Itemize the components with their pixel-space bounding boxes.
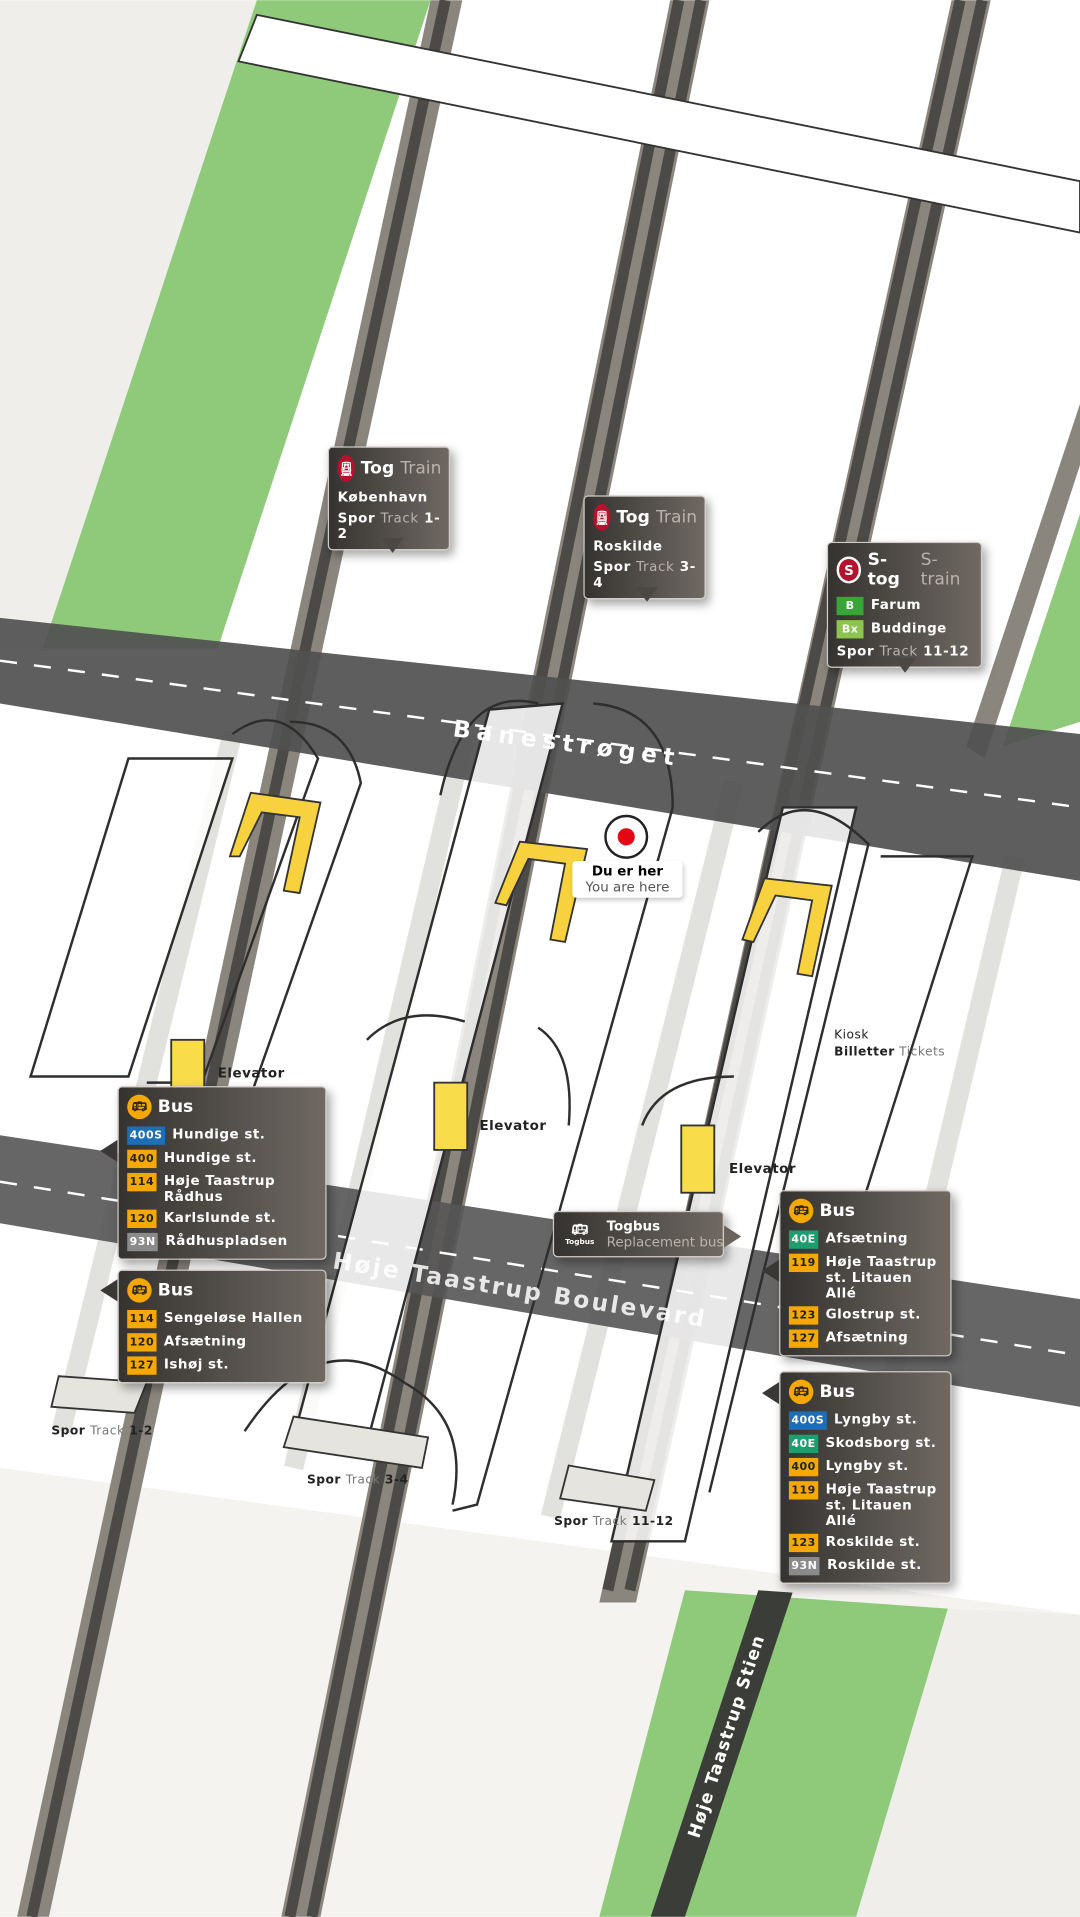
route-badge: 114: [127, 1172, 157, 1192]
bus-icon: 🚌︎: [788, 1379, 814, 1405]
route-destination: Høje Taastrup st. Litauen Allé: [825, 1253, 937, 1302]
route-destination: Roskilde st.: [827, 1557, 922, 1573]
bus-route-row: 93N Rådhuspladsen: [127, 1232, 317, 1252]
bus-route-row: 40E Afsætning: [788, 1230, 942, 1249]
stairs: [50, 1375, 656, 1512]
route-badge: 40E: [788, 1230, 819, 1249]
bus-route-row: 400S Lyngby st.: [788, 1411, 942, 1430]
route-badge: 119: [788, 1481, 819, 1500]
platforms: [28, 699, 975, 1543]
bus-route-row: 120 Afsætning: [127, 1333, 317, 1352]
grey-area-top-left: [0, 0, 257, 649]
bus-route-row: 119 Høje Taastrup st. Litauen Allé: [788, 1253, 942, 1302]
route-destination: Sengeløse Hallen: [163, 1309, 303, 1326]
road-label-boulevard: Høje Taastrup Boulevard: [330, 1247, 709, 1334]
route-badge: 93N: [788, 1557, 820, 1576]
route-badge: 123: [788, 1306, 819, 1325]
bus-route-row: 123 Glostrup st.: [788, 1306, 942, 1325]
bus-route-row: 40E Skodsborg st.: [788, 1434, 942, 1454]
route-badge: 123: [788, 1533, 819, 1553]
route-badge: 127: [788, 1329, 819, 1348]
bus-route-row: 400S Hundige st.: [127, 1126, 317, 1145]
route-destination: Afsætning: [825, 1329, 909, 1346]
route-destination: Lyngby st.: [834, 1411, 918, 1428]
stairs-label-3: Spor Track 11-12: [554, 1515, 674, 1529]
bus-route-row: 127 Ishøj st.: [127, 1356, 317, 1375]
route-destination: Roskilde st.: [825, 1533, 921, 1550]
grey-area-bottom-right: [856, 1608, 1080, 1917]
route-badge: 400: [127, 1149, 157, 1169]
bus-route-row: 120 Karlslunde st.: [127, 1209, 317, 1228]
elevators: [170, 1038, 716, 1194]
bus-route-row: 119 Høje Taastrup st. Litauen Allé: [788, 1481, 942, 1529]
kiosk-label: Kiosk Billetter Tickets: [834, 1028, 946, 1060]
route-destination: Afsætning: [825, 1230, 909, 1247]
route-badge: 40E: [788, 1434, 819, 1454]
route-badge: 119: [788, 1253, 819, 1273]
route-destination: Karlslunde st.: [163, 1209, 277, 1226]
escalators: [228, 791, 833, 978]
bus-route-row: 114 Høje Taastrup Rådhus: [127, 1172, 317, 1205]
route-badge: 120: [127, 1333, 157, 1352]
route-badge: 120: [127, 1209, 157, 1228]
s-train-icon: S: [836, 556, 862, 584]
route-destination: Høje Taastrup st. Litauen Allé: [825, 1481, 937, 1529]
road-label-stien: Høje Taastrup Stien: [684, 1632, 770, 1841]
route-badge: 114: [127, 1309, 157, 1329]
togbus-icon: 🚌︎Togbus: [565, 1221, 595, 1246]
stairs-label-2: Spor Track 3-4: [306, 1473, 409, 1488]
bus-route-row: 400 Hundige st.: [127, 1149, 317, 1169]
elevator-label-1: Elevator: [217, 1065, 285, 1082]
elevator-label-3: Elevator: [728, 1160, 796, 1177]
road-label-banestroget: Banestrøget: [451, 715, 682, 773]
route-destination: Ishøj st.: [163, 1356, 229, 1373]
elevator-label-2: Elevator: [479, 1117, 547, 1134]
bus-route-row: 123 Roskilde st.: [788, 1533, 942, 1553]
route-destination: Høje Taastrup Rådhus: [163, 1172, 276, 1205]
route-badge: 127: [127, 1356, 157, 1375]
bus-icon: 🚌︎: [127, 1094, 152, 1120]
green-strip-left: [42, 0, 431, 649]
route-destination: Skodsborg st.: [825, 1434, 937, 1451]
route-destination: Afsætning: [163, 1333, 247, 1350]
bus-route-row: 114 Sengeløse Hallen: [127, 1309, 317, 1329]
bus-route-row: 400 Lyngby st.: [788, 1457, 942, 1477]
path-stien: [650, 1590, 793, 1917]
route-badge: 93N: [127, 1232, 159, 1252]
route-destination: Glostrup st.: [825, 1306, 921, 1323]
train-icon: 🚆︎: [593, 503, 611, 531]
overpass: [237, 13, 1080, 234]
route-badge: 400S: [127, 1126, 165, 1145]
route-badge: 400: [788, 1457, 819, 1477]
route-destination: Lyngby st.: [825, 1457, 909, 1474]
route-destination: Hundige st.: [163, 1149, 257, 1166]
route-destination: Hundige st.: [172, 1126, 266, 1143]
route-badge: 400S: [788, 1411, 827, 1430]
you-are-here-label: Du er her You are here: [572, 861, 683, 898]
bus-route-row: 127 Afsætning: [788, 1329, 942, 1348]
route-destination: Rådhuspladsen: [165, 1232, 288, 1249]
train-icon: 🚆︎: [337, 454, 355, 482]
stairs-label-1: Spor Track 1-2: [51, 1424, 153, 1439]
bus-route-row: 93N Roskilde st.: [788, 1557, 942, 1576]
bus-icon: 🚌︎: [127, 1278, 152, 1303]
bus-icon: 🚌︎: [788, 1198, 814, 1224]
